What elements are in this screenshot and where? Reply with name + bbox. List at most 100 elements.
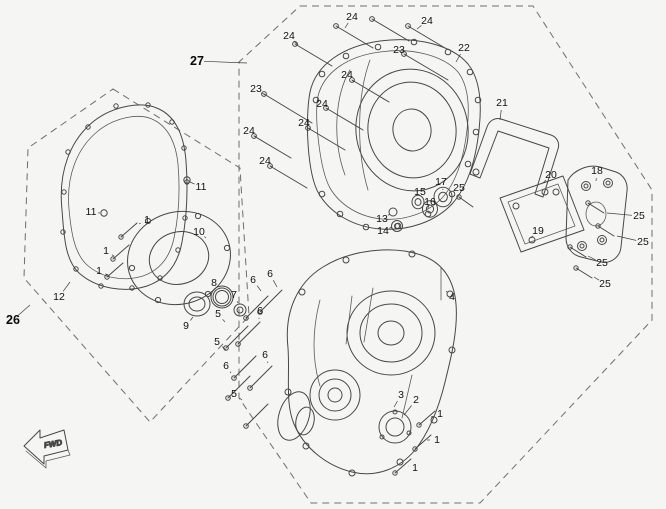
diagram-line: [374, 43, 382, 51]
part-label-24: 24: [243, 125, 255, 137]
diagram-line: [333, 23, 339, 29]
bolt-cluster-5-6: [223, 289, 283, 429]
diagram-line: [355, 68, 469, 192]
leader-line: [190, 316, 194, 321]
diagram-line: [499, 175, 585, 253]
leader-line: [254, 135, 257, 138]
diagram-line: [215, 290, 229, 304]
diagram-line: [204, 290, 212, 298]
diagram-line: [552, 188, 560, 196]
diagram-line: [567, 244, 573, 250]
diagram-line: [394, 458, 412, 474]
diagram-line: [430, 416, 438, 424]
leader-line: [606, 212, 633, 216]
leader-line: [218, 287, 221, 290]
diagram-line: [575, 267, 593, 279]
diagram-line: [65, 149, 71, 155]
diagram-line: [238, 5, 653, 504]
diagram-line: [325, 107, 364, 131]
diagram-line: [388, 207, 398, 217]
diagram-line: [188, 296, 206, 312]
diagram-line: [309, 369, 361, 421]
diagram-line: [259, 289, 283, 313]
diagram-line: [472, 128, 480, 136]
part-bearing-8: [210, 285, 234, 309]
leader-line: [326, 108, 329, 111]
diagram-line: [396, 458, 404, 466]
part-label-23: 23: [393, 44, 405, 56]
leader-line: [351, 79, 355, 83]
diagram-line: [118, 234, 124, 240]
diagram-line: [243, 315, 249, 321]
diagram-line: [367, 81, 457, 179]
diagram-line: [73, 266, 79, 272]
diagram-line: [585, 200, 591, 206]
diagram-line: [438, 191, 448, 203]
diagram-line: [342, 256, 350, 264]
fwd-arrow: FWD: [23, 429, 71, 469]
diagram-line: [433, 186, 453, 208]
diagram-line: [528, 236, 536, 244]
diagram-line: [183, 291, 211, 317]
diagram-line: [385, 417, 405, 437]
part-label-24: 24: [259, 155, 271, 167]
diagram-line: [23, 88, 250, 423]
part-dowel-11: [100, 176, 191, 217]
leader-line: [270, 165, 273, 168]
diagram-line: [414, 198, 422, 206]
part-label-1: 1: [412, 462, 418, 474]
leader-line: [404, 53, 407, 56]
bolt-cluster-25: [567, 200, 615, 279]
diagram-line: [227, 375, 251, 399]
diagram-line: [362, 223, 370, 231]
diagram-line: [401, 374, 413, 419]
part-label-16: 16: [424, 196, 436, 208]
diagram-line: [316, 50, 469, 220]
diagram-line: [342, 52, 350, 60]
part-label-25: 25: [637, 236, 649, 248]
diagram-line: [422, 200, 438, 218]
diagram-line: [363, 287, 374, 343]
diagram-line: [298, 288, 306, 296]
diagram-line: [318, 70, 326, 78]
diagram-line: [323, 105, 329, 111]
part-label-6: 6: [267, 268, 273, 280]
diagram-line: [425, 204, 435, 214]
diagram-line: [348, 469, 356, 477]
diagram-line: [585, 201, 607, 227]
part-label-6: 6: [262, 349, 268, 361]
part-upper-cover-22: [306, 38, 482, 231]
part-label-10: 10: [193, 226, 205, 238]
diagram-line: [225, 395, 231, 401]
diagram-line: [307, 127, 346, 151]
part-label-18: 18: [591, 165, 603, 177]
group-label-26: 26: [6, 313, 20, 327]
leader-line: [239, 397, 243, 401]
diagram-line: [231, 375, 237, 381]
diagram-line: [257, 309, 263, 315]
part-label-24: 24: [316, 98, 328, 110]
part-label-21: 21: [496, 97, 508, 109]
diagram-line: [148, 231, 210, 285]
leader-line: [308, 127, 311, 130]
diagram-line: [181, 145, 187, 151]
diagram-line: [313, 299, 321, 387]
part-label-19: 19: [532, 225, 544, 237]
diagram-line: [245, 403, 269, 427]
diagram-line: [412, 446, 418, 452]
diagram-line: [245, 295, 269, 319]
part-label-20: 20: [545, 169, 557, 181]
diagram-line: [85, 124, 91, 130]
part-label-22: 22: [458, 42, 470, 54]
part-label-24: 24: [346, 11, 358, 23]
diagram-line: [359, 59, 371, 191]
leader-line: [267, 361, 269, 364]
part-label-25: 25: [633, 210, 645, 222]
diagram-line: [599, 237, 605, 243]
boundary-left-region: [23, 88, 250, 423]
part-label-1: 1: [434, 434, 440, 446]
diagram-line: [253, 135, 292, 159]
diagram-line: [410, 38, 418, 46]
